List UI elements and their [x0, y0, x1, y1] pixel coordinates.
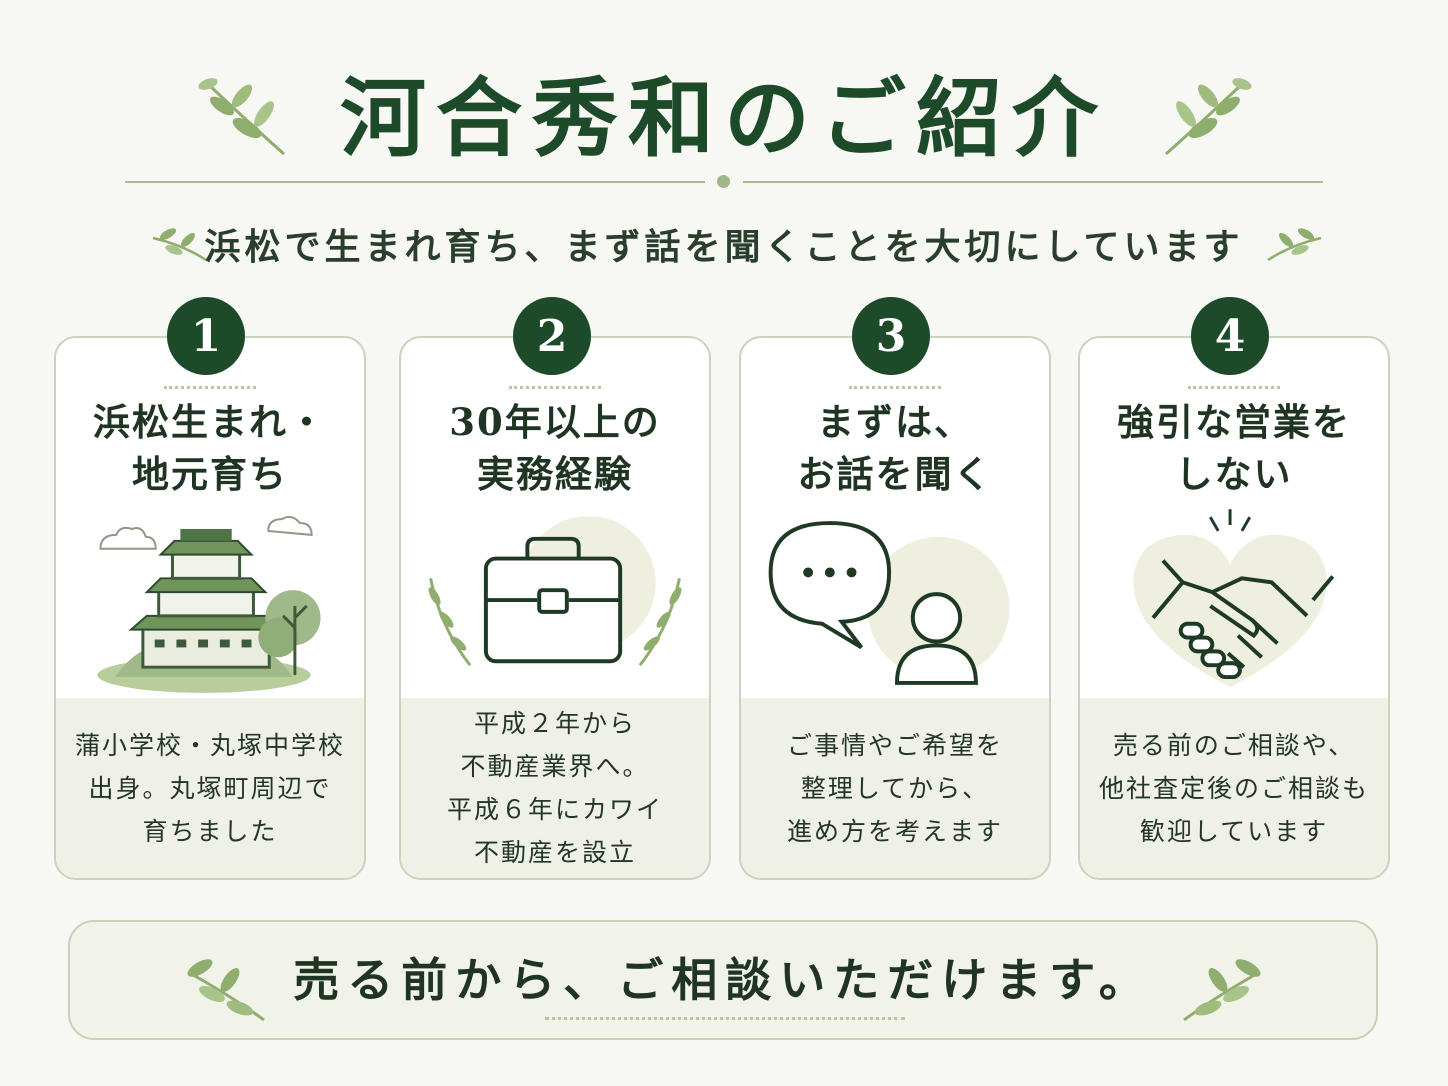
card-body: 蒲小学校・丸塚中学校 出身。丸塚町周辺で 育ちました	[56, 698, 364, 878]
card-dots	[849, 386, 941, 389]
card-body: 平成２年から 不動産業界へ。 平成６年にカワイ 不動産を設立	[401, 698, 709, 878]
card-heading: 浜松生まれ・ 地元育ち	[93, 400, 327, 496]
card-heading: 30年以上の 実務経験	[449, 400, 661, 496]
title-divider	[125, 175, 1323, 188]
card-number-badge-4: 4	[1191, 297, 1269, 375]
feature-card-3: まずは、 お話を聞く ご事情やご希望を 整理してから、 進め方を考えます	[739, 336, 1051, 880]
leaf-right-subtitle-icon	[1267, 228, 1322, 262]
card-body: 売る前のご相談や、 他社査定後のご相談も 歓迎しています	[1080, 698, 1388, 878]
card-heading: 強引な営業を しない	[1117, 400, 1351, 496]
card-dots	[164, 386, 256, 389]
card-dots	[509, 386, 601, 389]
feature-card-1: 浜松生まれ・ 地元育ち 蒲小学校・丸塚中学校 出身。丸塚町周辺で 育ちました	[54, 336, 366, 880]
speech-person-icon	[768, 521, 1010, 685]
card-dots	[1188, 386, 1280, 389]
bottom-banner: 売る前から、ご相談いただけます。	[68, 920, 1378, 1040]
card-body: ご事情やご希望を 整理してから、 進め方を考えます	[741, 698, 1049, 878]
card-number-badge-2: 2	[513, 297, 591, 375]
castle-icon	[97, 515, 321, 693]
handshake-icon	[1133, 509, 1335, 687]
page-subtitle: 浜松で生まれ育ち、まず話を聞くことを大切にしています	[204, 226, 1244, 268]
feature-card-4: 強引な営業を しない 売る前のご相談や、 他社査定後のご相談も 歓迎しています	[1078, 336, 1390, 880]
feature-card-2: 30年以上の 実務経験 平成２年から 不動産業界へ。 平成６年にカワイ 不動産を…	[399, 336, 711, 880]
briefcase-icon	[428, 516, 682, 667]
leaf-right-banner-icon	[1183, 959, 1261, 1022]
leaf-left-banner-icon	[187, 959, 265, 1022]
bottom-message: 売る前から、ご相談いただけます。	[293, 953, 1153, 1007]
leaf-left-title-icon	[198, 78, 285, 156]
leaf-left-subtitle-icon	[152, 228, 207, 262]
card-heading: まずは、 お話を聞く	[797, 400, 993, 496]
card-number-badge-1: 1	[167, 297, 245, 375]
banner-dots	[545, 1017, 905, 1020]
leaf-right-title-icon	[1165, 78, 1252, 156]
page-title: 河合秀和のご紹介	[340, 68, 1108, 169]
card-number-badge-3: 3	[852, 297, 930, 375]
